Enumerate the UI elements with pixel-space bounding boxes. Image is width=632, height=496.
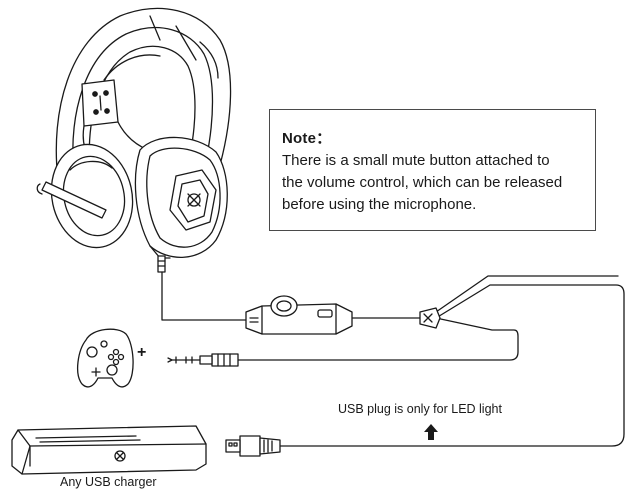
note-box: Note： There is a small mute button attac… xyxy=(269,109,596,231)
note-line: before using the microphone. xyxy=(282,196,477,213)
inline-volume-control xyxy=(245,295,353,335)
cables xyxy=(161,271,625,447)
gaming-headset-illustration xyxy=(36,7,232,273)
headband-inner xyxy=(72,26,214,177)
headset-cable xyxy=(161,271,247,321)
console-usb-charger xyxy=(11,425,207,475)
note-title: Note： xyxy=(282,130,332,147)
game-controller-illustration xyxy=(76,328,134,388)
audio-cable-branch xyxy=(237,317,519,361)
usb-plug-caption: USB plug is only for LED light xyxy=(338,402,502,416)
left-earcup xyxy=(50,143,134,249)
note-line: the volume control, which can be release… xyxy=(282,174,563,191)
usb-plug xyxy=(225,435,281,457)
usb-cable-branch xyxy=(279,284,625,447)
note-line: There is a small mute button attached to xyxy=(282,152,550,169)
microphone-boom xyxy=(36,181,107,219)
volume-wheel xyxy=(270,295,298,317)
right-earcup xyxy=(134,136,228,259)
usb-charger-caption: Any USB charger xyxy=(60,475,157,489)
cable-splitter xyxy=(419,307,441,329)
up-arrow-icon xyxy=(424,424,438,440)
audio-jack-plug xyxy=(167,353,239,367)
plus-sign: + xyxy=(137,344,147,361)
headband-outer xyxy=(55,7,232,181)
console-logo-icon xyxy=(114,450,126,462)
cable-strain-relief xyxy=(157,255,166,273)
mute-switch xyxy=(317,309,333,318)
headband-slider-plate xyxy=(81,79,119,127)
